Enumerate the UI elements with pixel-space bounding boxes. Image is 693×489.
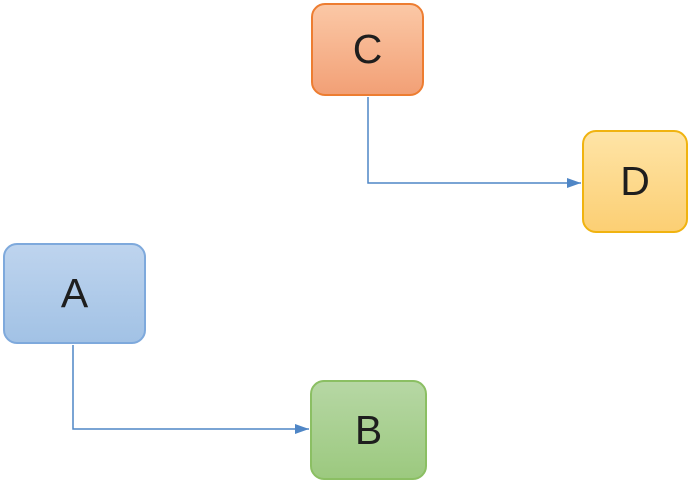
node-a-label: A: [60, 270, 89, 316]
connector-c-to-d[interactable]: [367, 97, 581, 188]
node-b[interactable]: B: [310, 380, 427, 480]
connector-a-to-b[interactable]: [72, 345, 309, 434]
node-b-label: B: [354, 406, 383, 453]
node-c[interactable]: C: [311, 3, 424, 96]
node-c-label: C: [352, 26, 383, 72]
node-d-label: D: [620, 158, 650, 204]
node-d[interactable]: D: [582, 130, 688, 233]
node-a[interactable]: A: [3, 243, 146, 344]
